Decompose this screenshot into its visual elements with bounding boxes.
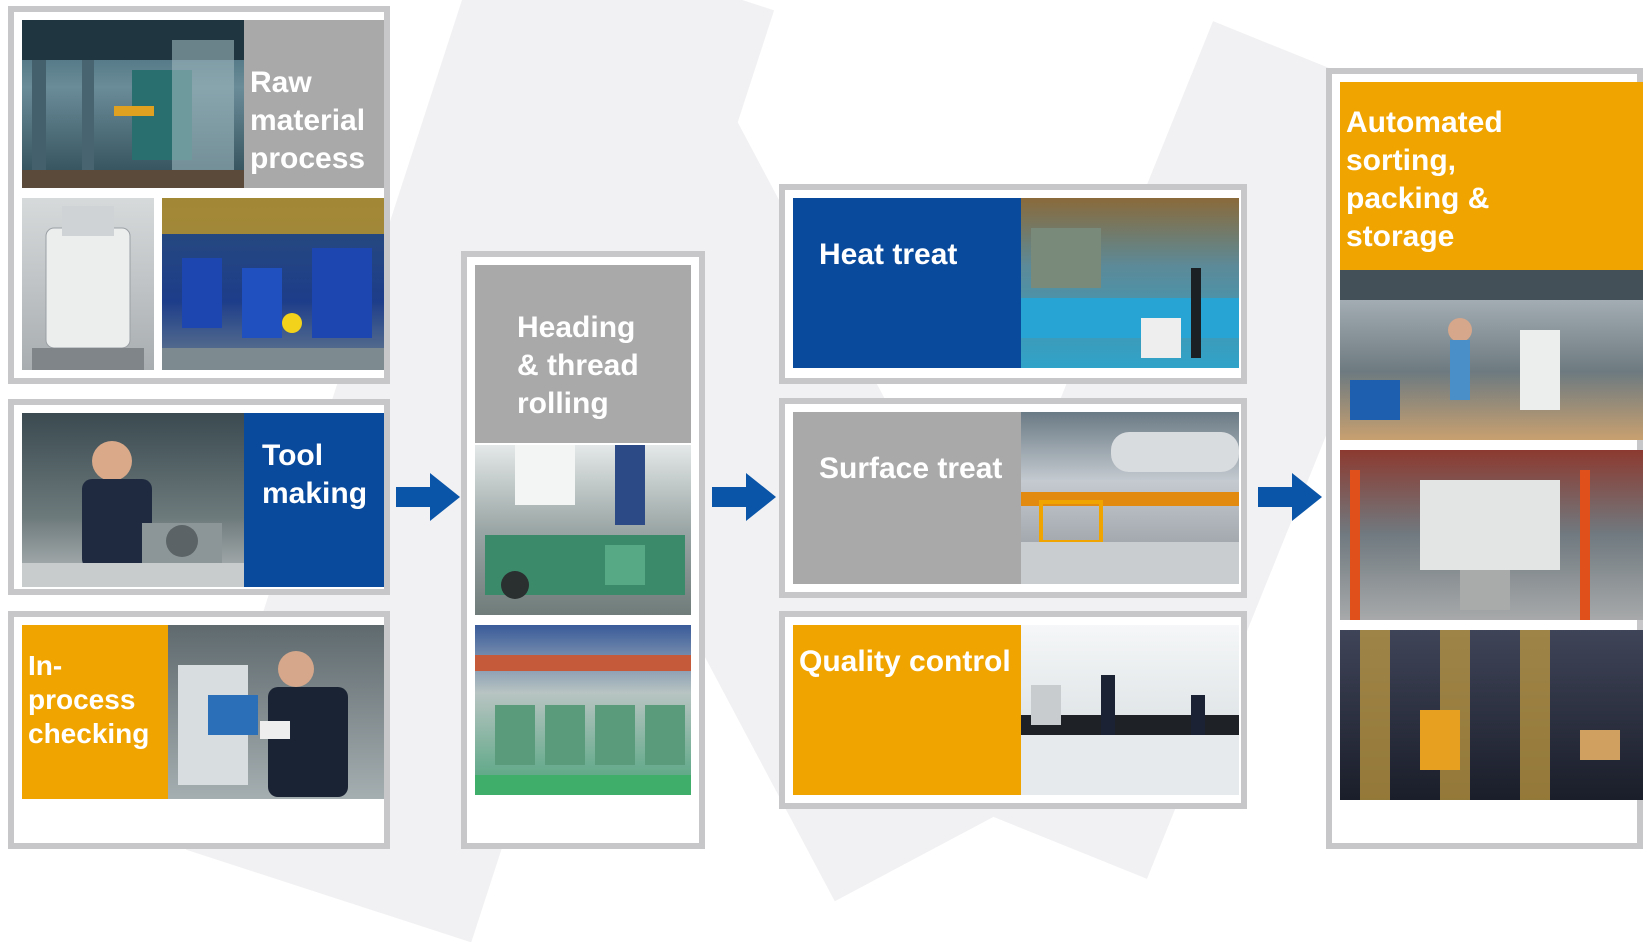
automated-label: Automated sorting, packing & storage [1340, 82, 1643, 270]
quality-control-label: Quality control [793, 625, 1021, 795]
in-process-label: In- process checking [22, 625, 168, 799]
sorting-photo [1340, 270, 1643, 440]
heading-panel: Heading & thread rolling [461, 251, 705, 849]
in-process-panel: In- process checking [8, 611, 390, 849]
surface-treat-label: Surface treat [793, 412, 1021, 584]
storage-photo [1340, 630, 1643, 800]
quality-control-panel: Quality control [779, 611, 1247, 809]
heat-treat-label: Heat treat [793, 198, 1021, 368]
arrow-right-icon [1258, 473, 1322, 521]
automated-panel: Automated sorting, packing & storage [1326, 68, 1643, 849]
tool-making-label: Tool making [244, 413, 384, 587]
tool-making-panel: Tool making [8, 399, 390, 595]
raw-material-panel: Raw material process [8, 6, 390, 384]
packing-photo [1340, 450, 1643, 620]
heading-machine-photo [475, 445, 691, 615]
lathe-worker-photo [22, 413, 244, 587]
steel-mill-photo [22, 20, 244, 188]
heat-treat-panel: Heat treat [779, 184, 1247, 384]
furnace-photo [22, 198, 154, 370]
wire-drawing-photo [162, 198, 384, 370]
arrow-right-icon [712, 473, 776, 521]
heat-treat-photo [1021, 198, 1239, 368]
surface-treat-photo [1021, 412, 1239, 584]
arrow-right-icon [396, 473, 460, 521]
surface-treat-panel: Surface treat [779, 398, 1247, 598]
raw-material-label: Raw material process [244, 20, 384, 188]
heading-label: Heading & thread rolling [475, 265, 691, 443]
inspection-photo [168, 625, 384, 799]
laboratory-photo [1021, 625, 1239, 795]
thread-rolling-photo [475, 625, 691, 795]
